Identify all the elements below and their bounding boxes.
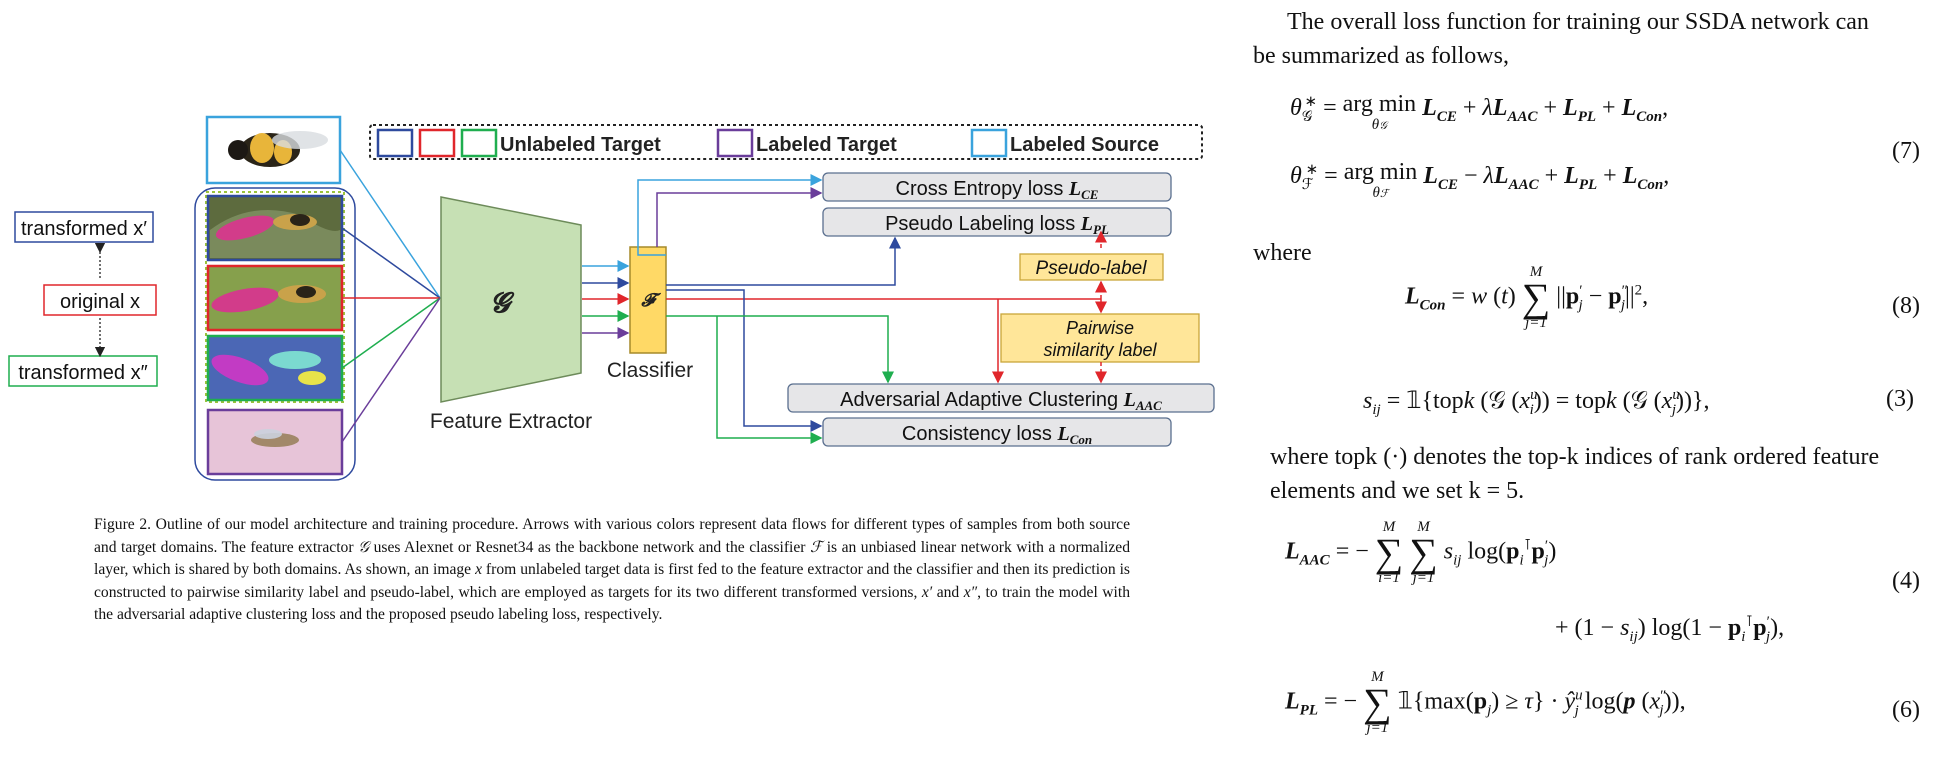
input-label-transformed-1: transformed x′: [14, 211, 154, 243]
topk-paragraph: where topk (·) denotes the top-k indices…: [1270, 444, 1880, 504]
feature-extractor-block: [440, 196, 582, 403]
classifier-label: Classifier: [607, 359, 693, 382]
pairwise-similarity-box: Pairwise similarity label: [1000, 313, 1200, 363]
svg-text:transformed x′: transformed x′: [21, 218, 147, 240]
equation-8-number: (8): [1892, 293, 1920, 319]
svg-text:Pseudo-label: Pseudo-label: [1036, 258, 1148, 279]
equation-3: sij = 𝟙{topk (𝒢 (xui)) = topk (𝒢 (xuj))}…: [1363, 387, 1710, 418]
target-images-panel: [194, 187, 356, 481]
figure-caption: Figure 2. Outline of our model architect…: [94, 516, 1130, 623]
legend-red-swatch: [418, 128, 456, 158]
loss-aac: Adversarial Adaptive Clustering LAAC: [787, 383, 1215, 413]
equation-4-number: (4): [1892, 568, 1920, 594]
legend-green-swatch: [460, 128, 498, 158]
svg-text:transformed x″: transformed x″: [18, 362, 147, 384]
legend-unlabeled-target: Unlabeled Target: [500, 134, 661, 156]
loss-consistency: Consistency loss LCon: [822, 417, 1172, 447]
legend-blue-swatch: [376, 128, 414, 158]
svg-text:Adversarial Adaptive Clusterin: Adversarial Adaptive Clustering LAAC: [840, 389, 1162, 413]
svg-text:Pseudo Labeling loss LPL: Pseudo Labeling loss LPL: [885, 213, 1109, 237]
equation-4b: + (1 − sij) log(1 − pi⊺p′j),: [1555, 614, 1785, 645]
target-image-transformed-2: [206, 334, 344, 402]
feature-extractor-label: Feature Extractor: [430, 410, 592, 433]
target-image-transformed-1: [206, 194, 344, 262]
input-label-original: original x: [43, 284, 157, 316]
svg-text:similarity label: similarity label: [1043, 340, 1157, 360]
loss-pseudo-labeling: Pseudo Labeling loss LPL: [822, 207, 1172, 237]
source-image: [205, 115, 342, 185]
architecture-figure: Unlabeled Target Labeled Target Labeled …: [8, 115, 1215, 481]
labeled-target-image: [206, 408, 344, 476]
equation-8: LCon = w (t) M∑j=1 ||p′j − p″j||2,: [1405, 264, 1649, 331]
classifier-block: [629, 246, 667, 354]
svg-text:Consistency loss LCon: Consistency loss LCon: [902, 423, 1092, 447]
equation-4a: LAAC = − M∑i=1 M∑j=1 sij log(pi⊺p′j): [1285, 519, 1557, 586]
svg-text:Cross Entropy loss LCE: Cross Entropy loss LCE: [896, 178, 1099, 202]
target-image-original: [206, 264, 344, 332]
legend-purple-swatch: [716, 128, 754, 158]
equation-3-number: (3): [1886, 386, 1914, 412]
intro-paragraph: The overall loss function for training o…: [1253, 9, 1869, 69]
equation-6: LPL = − M∑j=1 𝟙{max(pj) ≥ τ} · ŷuj log(p…: [1285, 669, 1686, 736]
pseudo-label-box: Pseudo-label: [1019, 253, 1164, 281]
equation-6-number: (6): [1892, 697, 1920, 723]
svg-text:original x: original x: [60, 291, 140, 313]
legend-labeled-source: Labeled Source: [1010, 134, 1159, 156]
legend-labeled-target: Labeled Target: [756, 134, 897, 156]
svg-text:Pairwise: Pairwise: [1066, 318, 1134, 338]
equation-7-number: (7): [1892, 138, 1920, 164]
where-text: where: [1253, 240, 1312, 266]
loss-cross-entropy: Cross Entropy loss LCE: [822, 172, 1172, 202]
legend-cyan-swatch: [970, 128, 1008, 158]
legend: Unlabeled Target Labeled Target Labeled …: [369, 124, 1203, 160]
input-label-transformed-2: transformed x″: [8, 355, 158, 387]
